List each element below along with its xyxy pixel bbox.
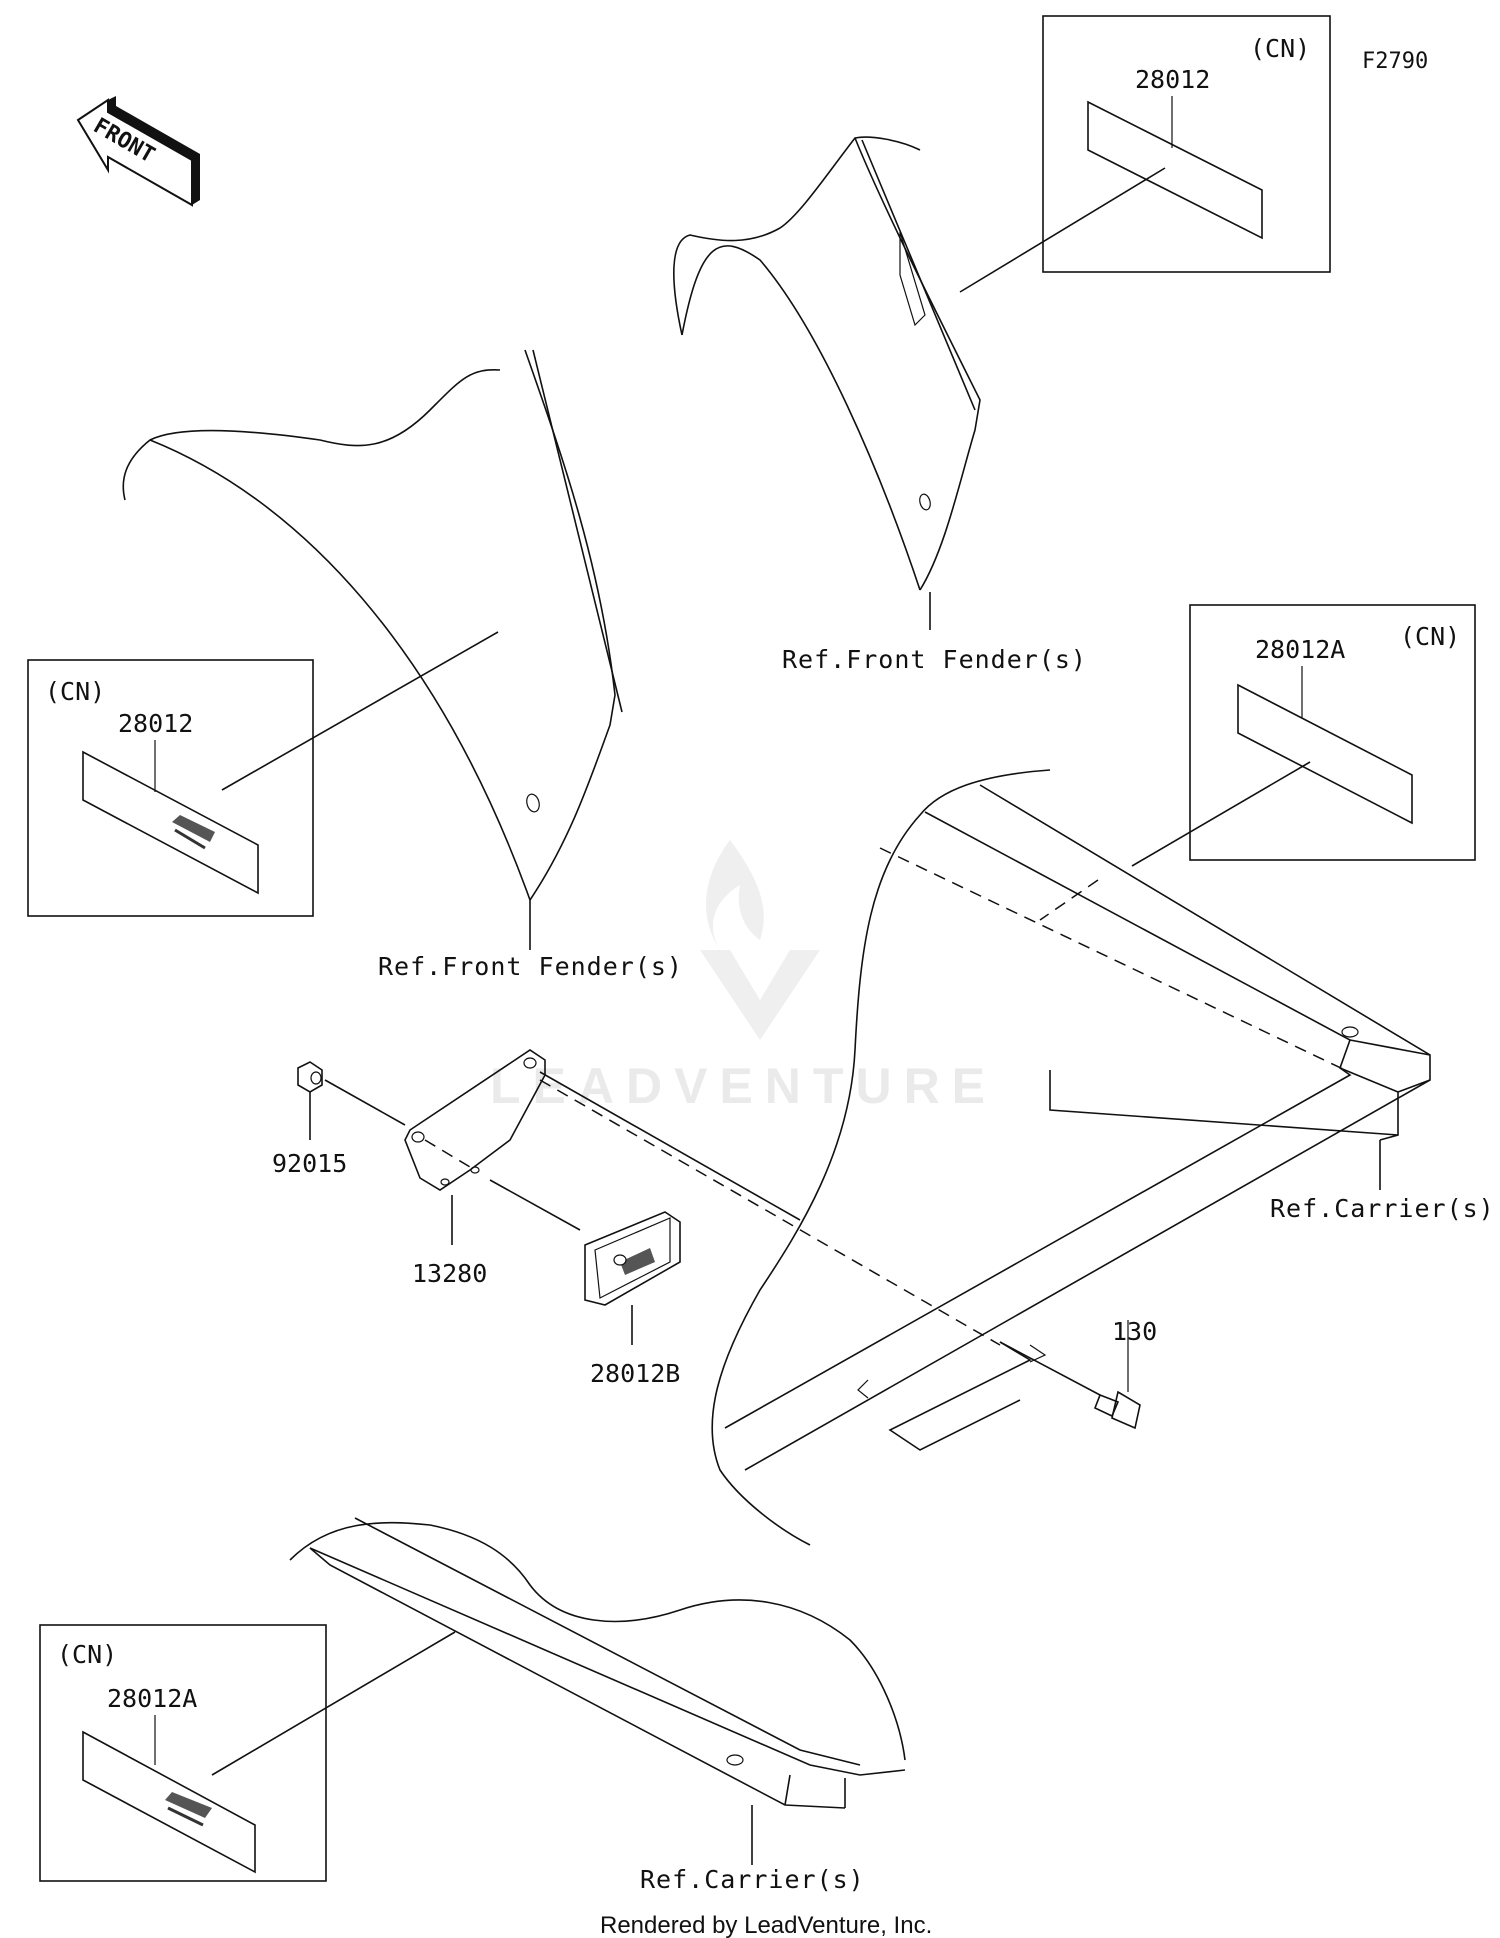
label-box-left-part: 28012 [118, 709, 193, 738]
ref-carrier-right-label: Ref.Carrier(s) [1270, 1194, 1495, 1223]
label-box-bottom-left: (CN) 28012A [39, 1624, 327, 1882]
part-13280-label: 13280 [412, 1259, 487, 1288]
label-box-top-right: (CN) 28012 [1042, 15, 1331, 273]
watermark: LEADVENTURE [490, 840, 997, 1114]
watermark-text: LEADVENTURE [490, 1058, 997, 1114]
label-box-left: (CN) 28012 [27, 659, 314, 917]
label-box-left-tag: (CN) [45, 677, 105, 706]
figure-code: F2790 [1362, 49, 1428, 74]
bracket-13280 [404, 1049, 801, 1245]
bolt-130-icon [999, 1320, 1141, 1430]
ref-front-fender-left-label: Ref.Front Fender(s) [378, 952, 683, 981]
leader-28012-top [959, 167, 1166, 293]
part-130-label: 130 [1112, 1317, 1157, 1346]
front-arrow-icon: FRONT [76, 96, 200, 207]
label-box-top-right-part: 28012 [1135, 65, 1210, 94]
label-28012b [584, 1211, 681, 1345]
ref-front-fender-top-label: Ref.Front Fender(s) [782, 645, 1087, 674]
leader-28012a-right [1131, 761, 1311, 867]
label-box-bottom-left-tag: (CN) [57, 1640, 117, 1669]
carrier-right [539, 769, 1431, 1546]
logo-scribble-icon [165, 1792, 212, 1827]
label-box-mid-right-tag: (CN) [1400, 622, 1460, 651]
part-28012b-label: 28012B [590, 1359, 680, 1388]
front-fender-top [673, 136, 981, 630]
label-box-bottom-left-part: 28012A [107, 1684, 197, 1713]
carrier-bottom [289, 1517, 906, 1865]
leader-28012a-bottom [211, 1631, 456, 1776]
part-92015-label: 92015 [272, 1149, 347, 1178]
nut-92015-icon [297, 1061, 406, 1140]
label-box-mid-right-part: 28012A [1255, 635, 1345, 664]
label-box-mid-right: (CN) 28012A [1189, 604, 1476, 861]
leader-28012-left [221, 631, 499, 791]
ref-carrier-bottom-label: Ref.Carrier(s) [640, 1865, 865, 1894]
footer-credit: Rendered by LeadVenture, Inc. [600, 1912, 932, 1938]
logo-scribble-icon [613, 1248, 655, 1275]
logo-scribble-icon [172, 815, 215, 850]
front-fender-left [122, 349, 623, 950]
label-box-top-right-tag: (CN) [1250, 34, 1310, 63]
